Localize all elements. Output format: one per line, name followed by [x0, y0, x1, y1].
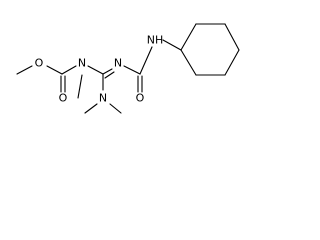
bond-imine-amide-c	[123, 65, 141, 75]
bond-n-methyl	[77, 74, 83, 99]
bond-ring-6	[180, 49, 197, 76]
bond-ring-3	[224, 23, 240, 51]
atom-labels: O O N N N NH O	[35, 34, 164, 105]
bond-amide-c-nh	[139, 46, 153, 75]
atom-ester-oxygen: O	[35, 57, 44, 70]
bond-n-guanidine-c	[87, 65, 104, 75]
bond-c-imine-2	[104, 71, 115, 79]
bond-ester-o-carbonyl	[46, 65, 63, 75]
atom-amide-nitrogen: NH	[147, 34, 164, 47]
structure-canvas: O O N N N NH O	[16, 23, 240, 114]
atom-imine-nitrogen: N	[114, 57, 122, 70]
bond-lines	[16, 23, 240, 114]
bond-methyl-ester-o	[16, 65, 33, 75]
bond-carbonyl-n	[61, 65, 77, 75]
bond-n-methyl-b	[109, 103, 122, 114]
atom-carbonyl-oxygen-right: O	[136, 92, 145, 105]
atom-amine-nitrogen: N	[99, 92, 107, 105]
atom-carbonyl-oxygen-left: O	[59, 92, 68, 105]
molecule-drawing: O O N N N NH O	[16, 23, 240, 114]
bond-ring-4	[224, 49, 240, 76]
atom-carbamate-nitrogen: N	[78, 57, 86, 70]
bond-c-imine-1	[102, 68, 113, 75]
bond-ring-1	[180, 23, 197, 51]
bond-nh-cyclohexyl	[162, 39, 182, 51]
bond-n-methyl-a	[84, 103, 98, 114]
